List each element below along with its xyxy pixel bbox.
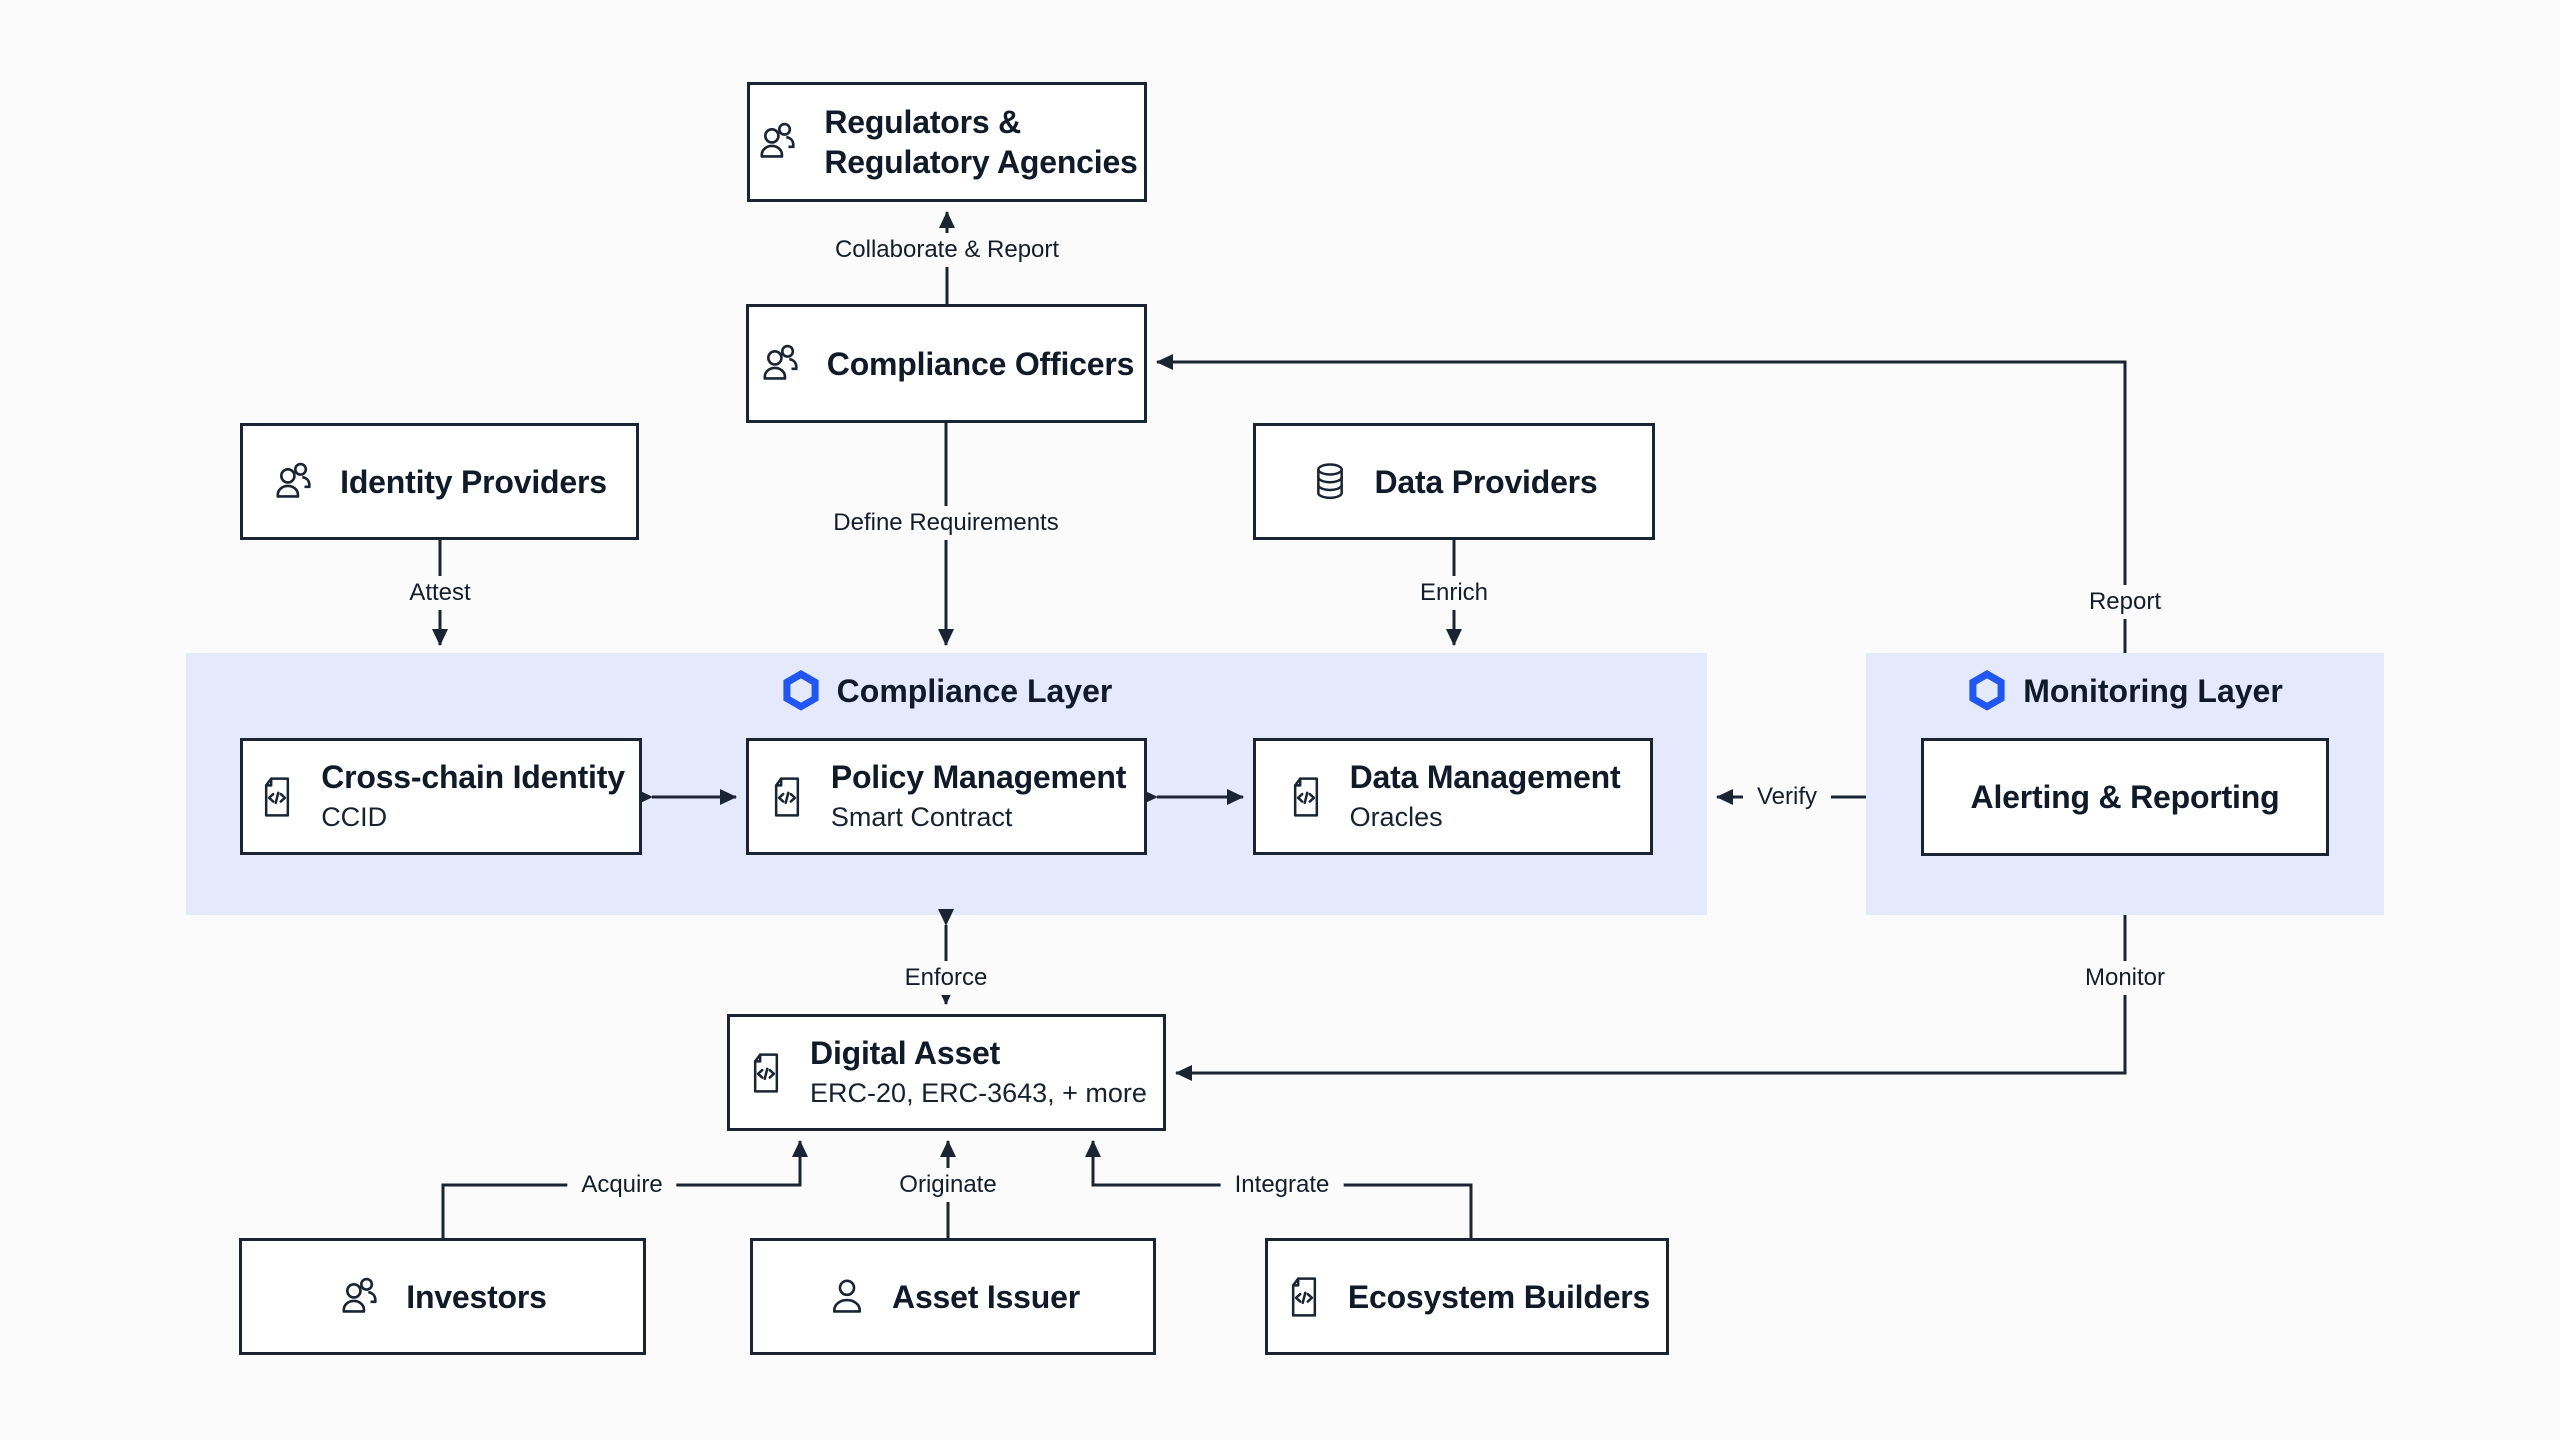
- node-subtitle: Oracles: [1349, 802, 1443, 833]
- user-icon: [826, 1276, 868, 1318]
- file-code-icon: [746, 1049, 786, 1097]
- node-subtitle: ERC-20, ERC-3643, + more: [810, 1078, 1147, 1109]
- node-alerting-reporting: Alerting & Reporting: [1921, 738, 2329, 856]
- users-icon: [759, 343, 803, 385]
- layer-title: Compliance Layer: [836, 673, 1113, 709]
- node-title: Compliance Officers: [826, 345, 1135, 382]
- edge-monitor: [1175, 915, 2127, 1081]
- edge-label-integrate: Integrate: [1220, 1168, 1344, 1202]
- file-code-icon: [767, 773, 807, 821]
- node-compliance-officers: Compliance Officers: [746, 304, 1147, 423]
- edge-label-attest: Attest: [395, 576, 485, 610]
- edge-label-enforce: Enforce: [890, 961, 1002, 995]
- node-title: Digital Asset: [810, 1035, 1001, 1072]
- node-data-providers: Data Providers: [1253, 423, 1655, 540]
- node-title: Asset Issuer: [892, 1278, 1080, 1315]
- users-icon: [272, 461, 316, 503]
- compliance-layer-header: Compliance Layer: [186, 669, 1707, 714]
- node-title: Alerting & Reporting: [1970, 779, 2280, 815]
- node-ecosystem-builders: Ecosystem Builders: [1265, 1238, 1669, 1355]
- edge-label-verify: Verify: [1742, 780, 1832, 814]
- edge-report: [1156, 354, 2127, 653]
- node-title: Data Providers: [1374, 463, 1598, 500]
- node-title: Identity Providers: [340, 463, 607, 500]
- file-code-icon: [257, 773, 297, 821]
- node-title: Data Management: [1349, 759, 1621, 796]
- layer-title: Monitoring Layer: [2023, 673, 2283, 709]
- node-asset-issuer: Asset Issuer: [750, 1238, 1156, 1355]
- edge-label-originate: Originate: [885, 1168, 1011, 1202]
- file-code-icon: [1284, 1273, 1324, 1321]
- edge-label-enrich: Enrich: [1405, 576, 1503, 610]
- node-data-management: Data Management Oracles: [1253, 738, 1653, 855]
- node-cross-chain-identity: Cross-chain Identity CCID: [240, 738, 642, 855]
- node-digital-asset: Digital Asset ERC-20, ERC-3643, + more: [727, 1014, 1166, 1131]
- node-identity-providers: Identity Providers: [240, 423, 639, 540]
- file-code-icon: [1286, 773, 1326, 821]
- node-title: Ecosystem Builders: [1347, 1278, 1651, 1315]
- chainlink-hexagon-icon: [1967, 669, 2007, 714]
- node-policy-management: Policy Management Smart Contract: [746, 738, 1147, 855]
- node-title: Cross-chain Identity: [321, 759, 625, 796]
- node-title: Regulators &: [824, 104, 1022, 140]
- users-icon: [756, 121, 800, 163]
- node-subtitle: Smart Contract: [830, 802, 1013, 833]
- monitoring-layer-header: Monitoring Layer: [1866, 669, 2384, 714]
- node-title: Policy Management: [830, 759, 1127, 796]
- node-subtitle: CCID: [321, 802, 388, 833]
- node-title: Investors: [406, 1278, 547, 1315]
- edge-label-define-requirements: Define Requirements: [819, 506, 1073, 540]
- node-regulators: Regulators & Regulatory Agencies: [747, 82, 1147, 202]
- node-investors: Investors: [239, 1238, 646, 1355]
- chainlink-hexagon-icon: [781, 669, 821, 714]
- edge-label-monitor: Monitor: [2070, 961, 2180, 995]
- edge-label-report: Report: [2074, 585, 2176, 619]
- database-icon: [1310, 460, 1350, 504]
- node-title: Regulatory Agencies: [824, 144, 1138, 180]
- edge-label-collaborate-report: Collaborate & Report: [820, 233, 1074, 267]
- edge-label-acquire: Acquire: [567, 1168, 677, 1202]
- users-icon: [338, 1276, 382, 1318]
